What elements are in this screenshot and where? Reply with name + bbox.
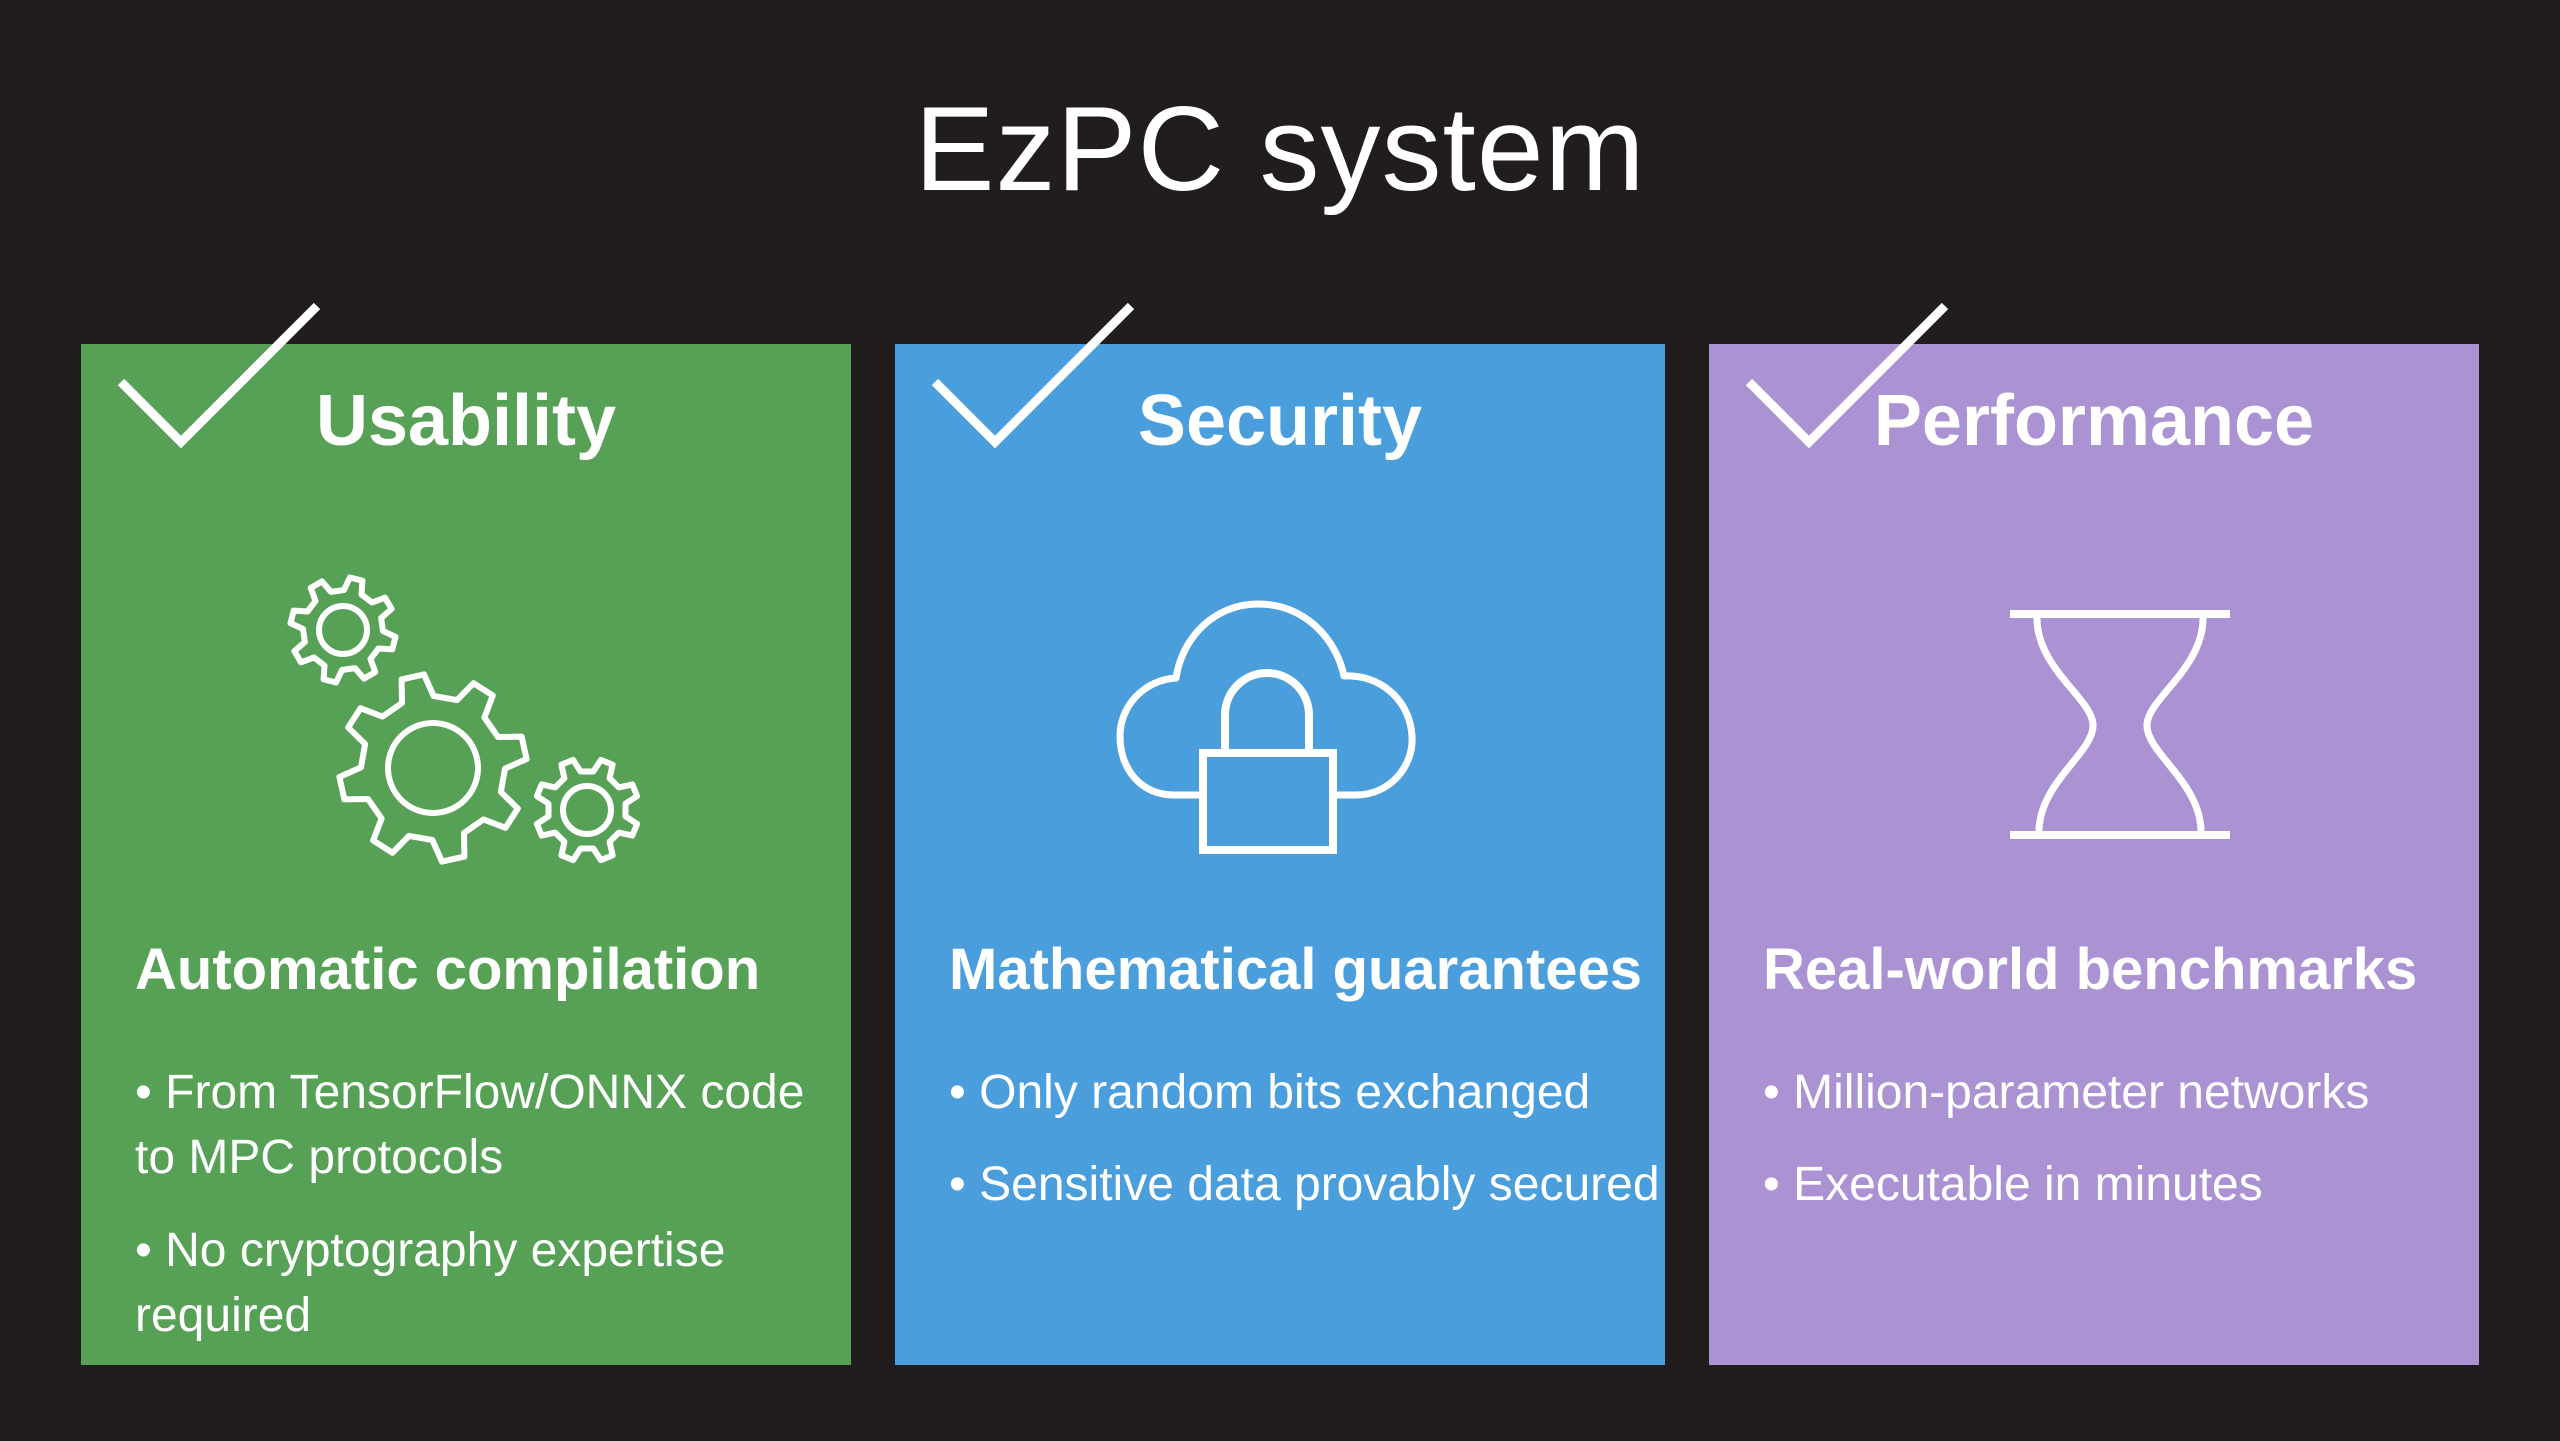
card-title-security: Security — [1137, 381, 1423, 461]
card-subtitle: Mathematical guarantees — [949, 937, 1643, 1002]
card-security: Security Mathematical guarantees • Only … — [895, 302, 1665, 1365]
bullet-item: • Only random bits exchanged — [949, 1066, 1591, 1119]
card-usability: Usability Automatic compilation • From T… — [81, 302, 851, 1365]
checkmark-icon — [117, 302, 321, 449]
bullet-item: • Sensitive data provably secured — [949, 1158, 1660, 1212]
checkmark-icon — [931, 302, 1135, 449]
card-subtitle: Automatic compilation — [135, 937, 761, 1002]
bullet-list: • Only random bits exchanged • Sensitive… — [949, 1060, 1665, 1245]
card-title-performance: Performance — [1873, 381, 2315, 461]
bullet-item: • Executable in minutes — [1763, 1158, 2263, 1212]
bullet-item: • No cryptography expertise required — [135, 1223, 726, 1342]
card-subtitle: Real-world benchmarks — [1763, 937, 2418, 1002]
bullet-item: • From TensorFlow/ONNX code to MPC proto… — [135, 1066, 805, 1185]
cloud-lock-icon — [1116, 600, 1416, 854]
checkmark-icon — [1745, 302, 1949, 449]
bullet-list: • From TensorFlow/ONNX code to MPC proto… — [135, 1060, 851, 1375]
hourglass-icon — [2010, 610, 2230, 839]
gears-icon — [287, 574, 641, 865]
card-title-usability: Usability — [315, 381, 617, 461]
page-title: EzPC system — [914, 82, 1646, 216]
bullet-list: • Million-parameter networks • Executabl… — [1763, 1060, 2479, 1245]
card-performance: Performance Real-world benchmarks • Mill… — [1709, 302, 2479, 1365]
bullet-item: • Million-parameter networks — [1763, 1066, 2370, 1119]
